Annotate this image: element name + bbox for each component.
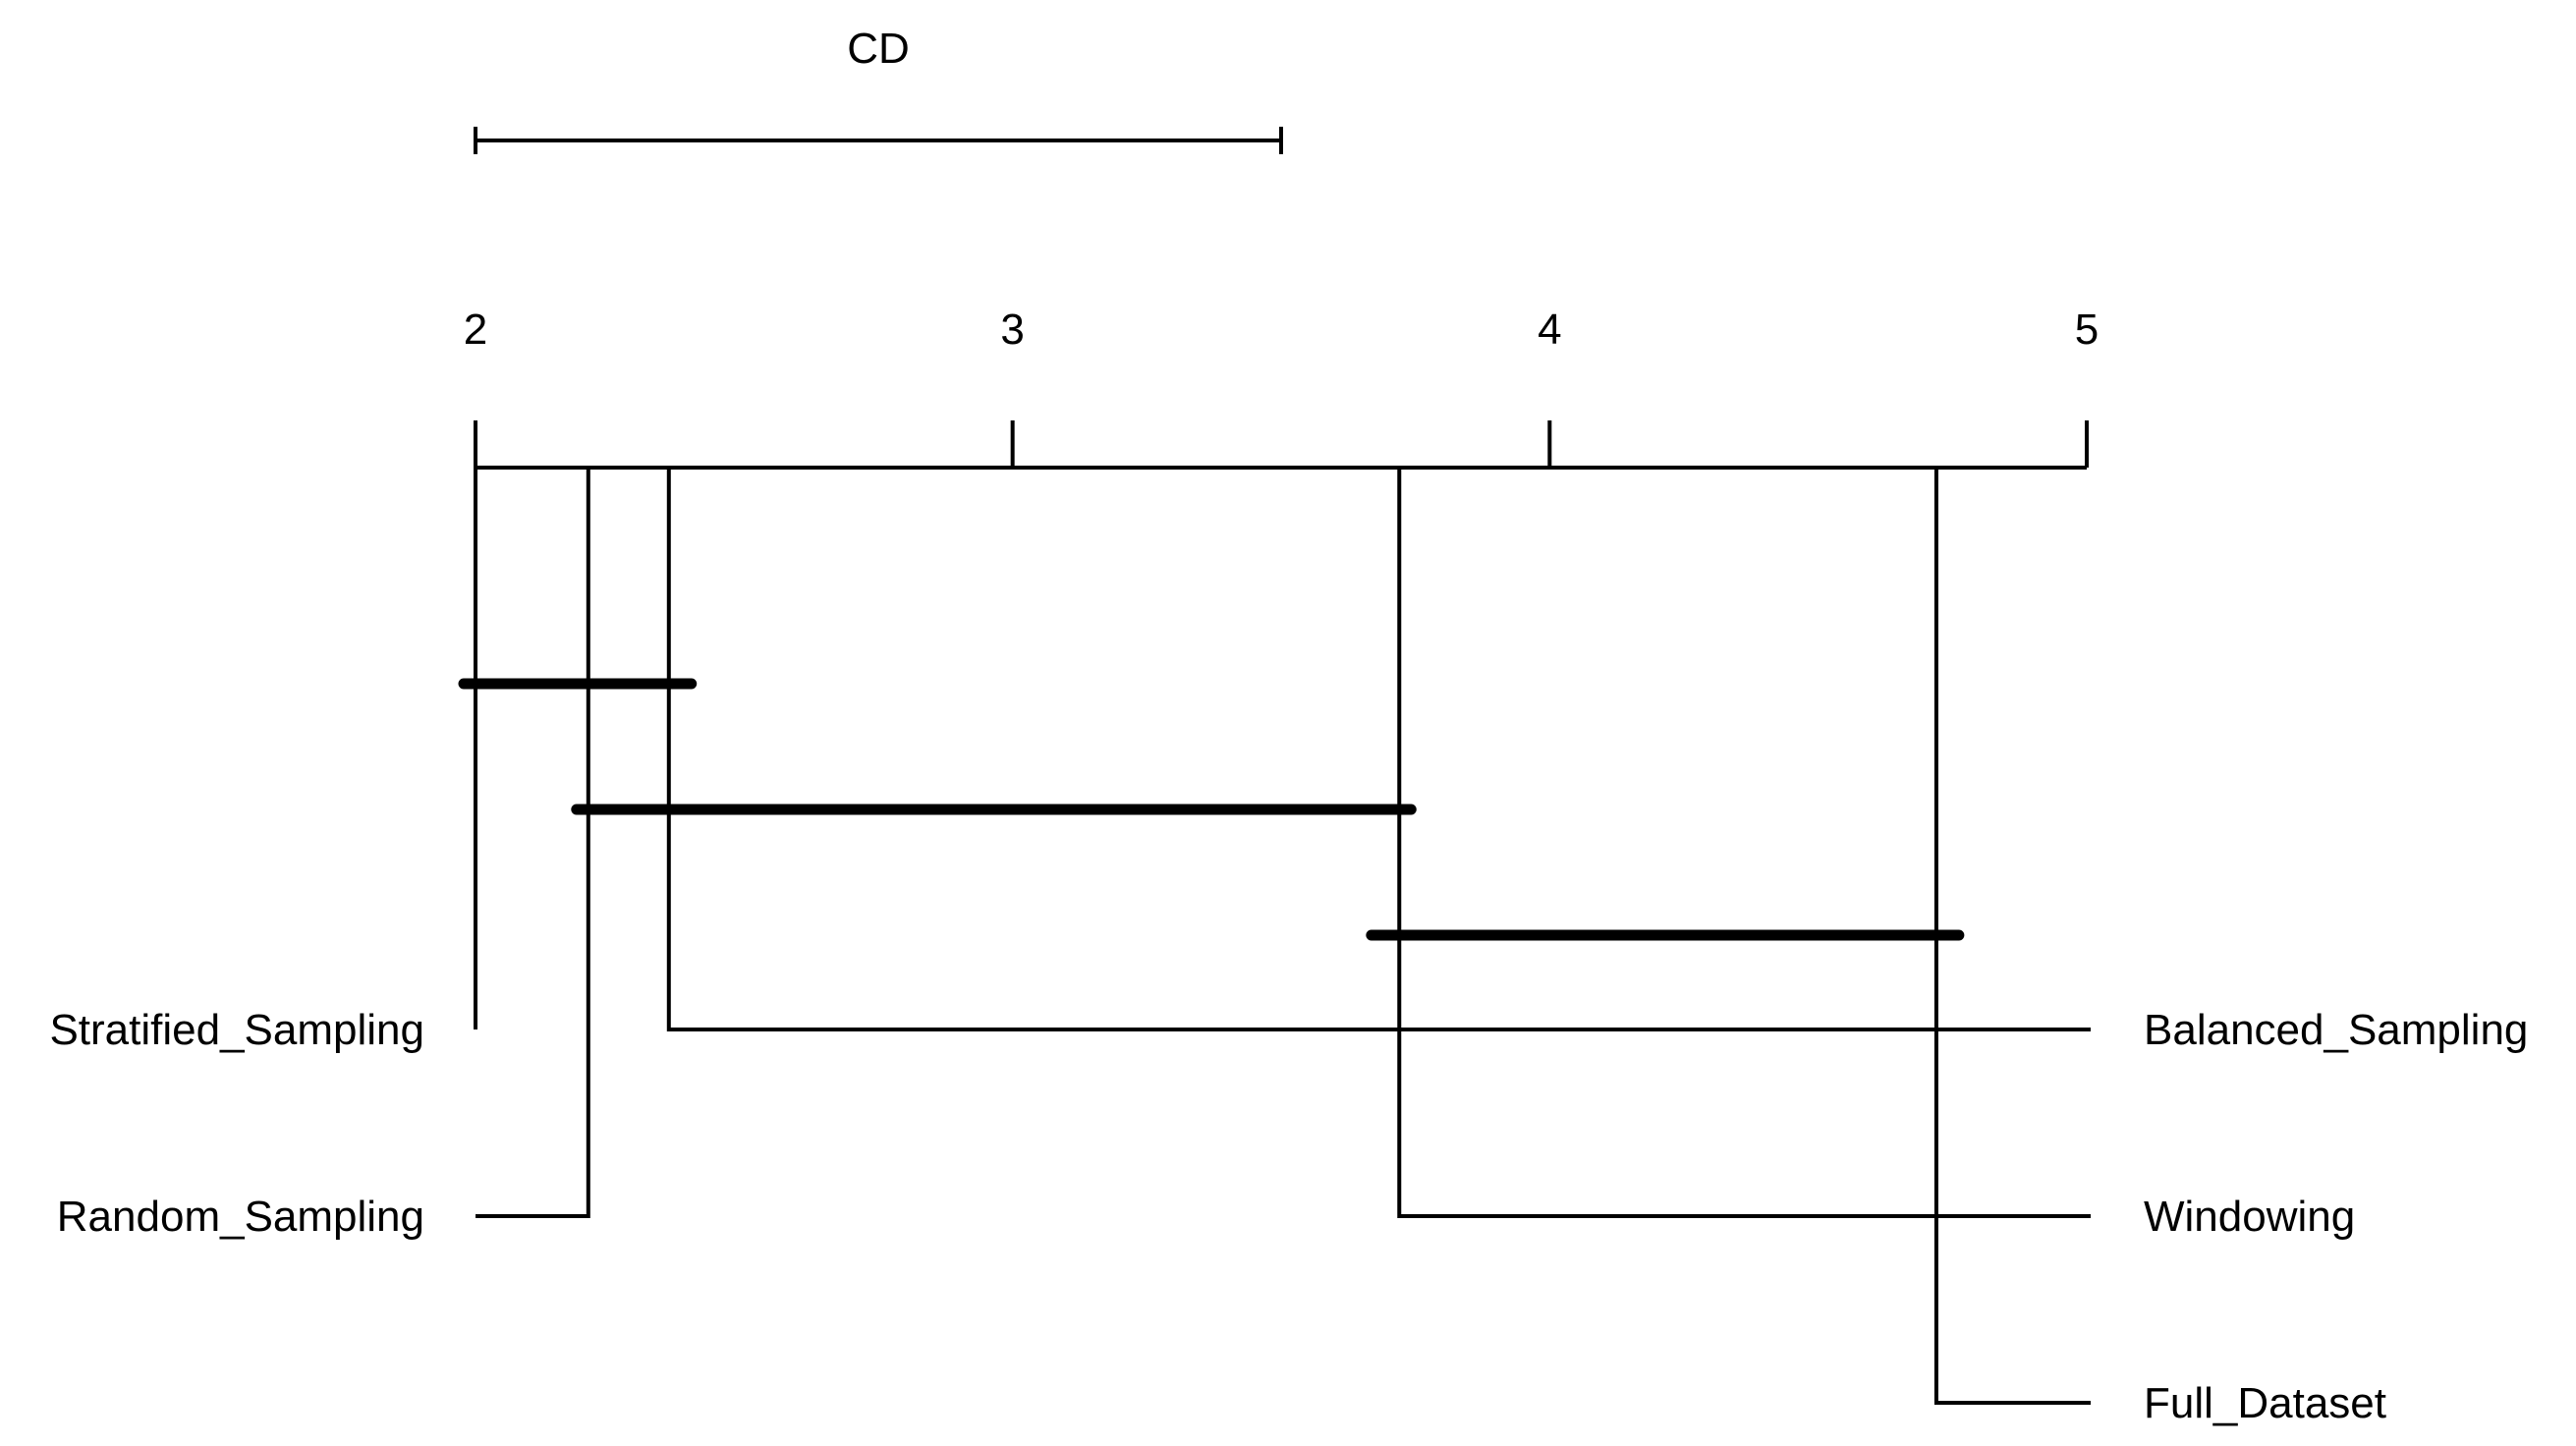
cd-label: CD (847, 25, 910, 73)
tick-label: 4 (1538, 306, 1561, 354)
method-label: Full_Dataset (2144, 1379, 2386, 1427)
axis-ticks: 2 3 4 5 (464, 306, 2099, 468)
cliques (458, 678, 1965, 941)
method-label: Stratified_Sampling (49, 1006, 424, 1054)
method-connector (666, 468, 2091, 1031)
method-label: Balanced_Sampling (2144, 1006, 2528, 1054)
tick-label: 2 (464, 306, 487, 354)
tick-label: 5 (2075, 306, 2099, 354)
tick-label: 3 (1000, 306, 1024, 354)
method-connector (476, 468, 590, 1218)
method-label: Windowing (2144, 1193, 2355, 1241)
critical-difference-group: CD (474, 25, 1283, 154)
method-label: Random_Sampling (57, 1193, 424, 1241)
method-connector (1397, 468, 2091, 1218)
method-connector (1933, 468, 2091, 1405)
